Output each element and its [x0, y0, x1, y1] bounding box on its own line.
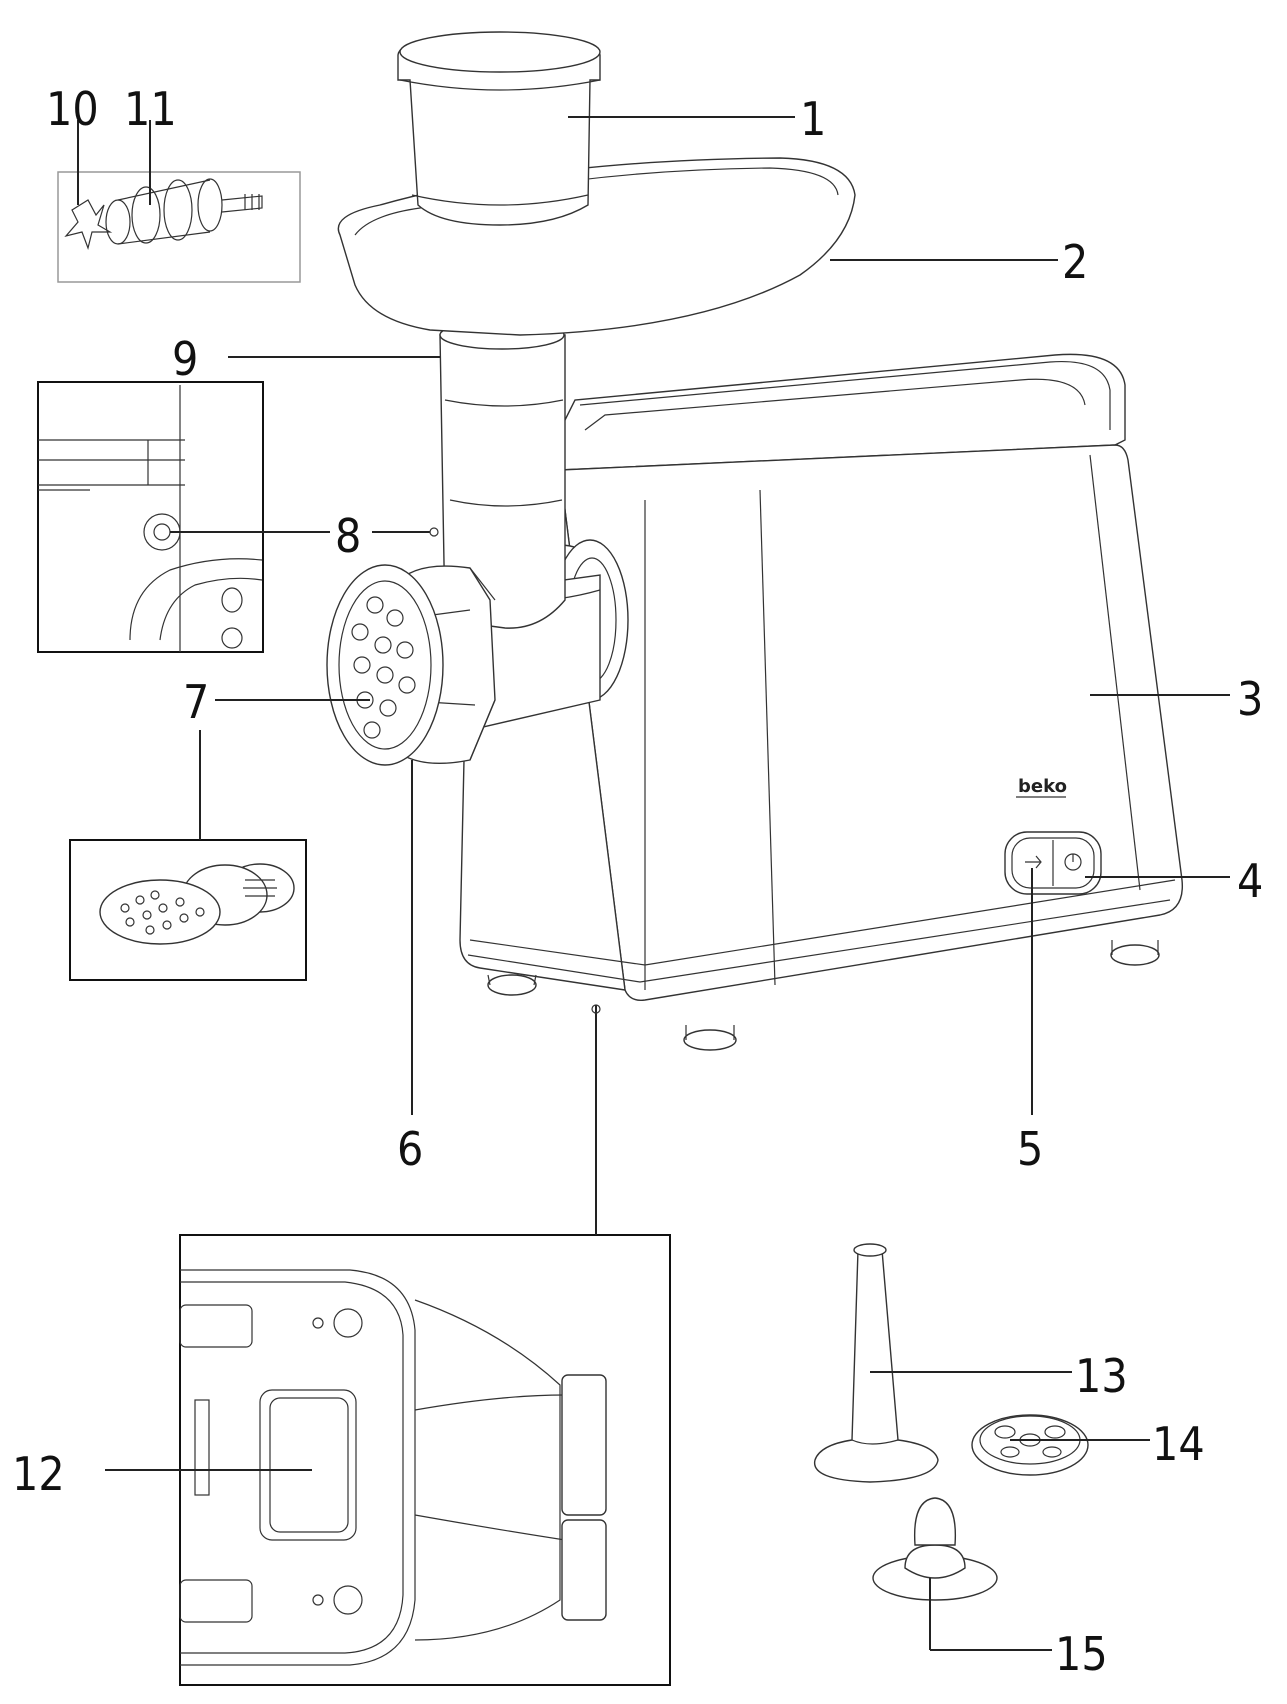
inset-bottom-view	[179, 1234, 671, 1686]
label-7: 7	[183, 675, 209, 729]
tray-and-pusher	[337, 31, 856, 336]
inset-cutting-plates	[69, 839, 307, 981]
cutting-plate-front	[326, 564, 444, 766]
accessories	[813, 1243, 1089, 1601]
label-6: 6	[397, 1122, 423, 1176]
label-10: 10	[46, 82, 99, 136]
food-tray	[337, 157, 856, 336]
cable-storage	[259, 1389, 357, 1541]
worm-screw	[105, 178, 263, 245]
label-13: 13	[1075, 1349, 1128, 1403]
label-15: 15	[1055, 1627, 1108, 1681]
reverse-icon	[1025, 855, 1042, 869]
grinding-head	[326, 320, 629, 766]
inset-release-button	[37, 381, 264, 653]
label-1: 1	[800, 92, 826, 146]
label-12: 12	[12, 1447, 65, 1501]
brand-logo-text: beko	[1018, 776, 1067, 797]
inset-blade-and-worm	[57, 171, 301, 283]
label-4: 4	[1237, 854, 1263, 908]
part-number-labels: 1 2 3 4 5 6 7 8 9 10 11 12 13 14 15	[12, 82, 1263, 1681]
label-8: 8	[335, 509, 361, 563]
label-11: 11	[124, 82, 177, 136]
sausage-funnel	[813, 1249, 939, 1483]
feed-tube	[439, 334, 566, 629]
label-2: 2	[1062, 235, 1088, 289]
cutting-blade	[64, 199, 113, 251]
leader-lines	[77, 116, 1230, 1651]
label-14: 14	[1152, 1417, 1205, 1471]
label-3: 3	[1237, 672, 1263, 726]
label-9: 9	[172, 332, 198, 386]
sausage-separator	[971, 1414, 1089, 1476]
motor-body: beko	[459, 353, 1184, 1051]
label-5: 5	[1017, 1122, 1043, 1176]
